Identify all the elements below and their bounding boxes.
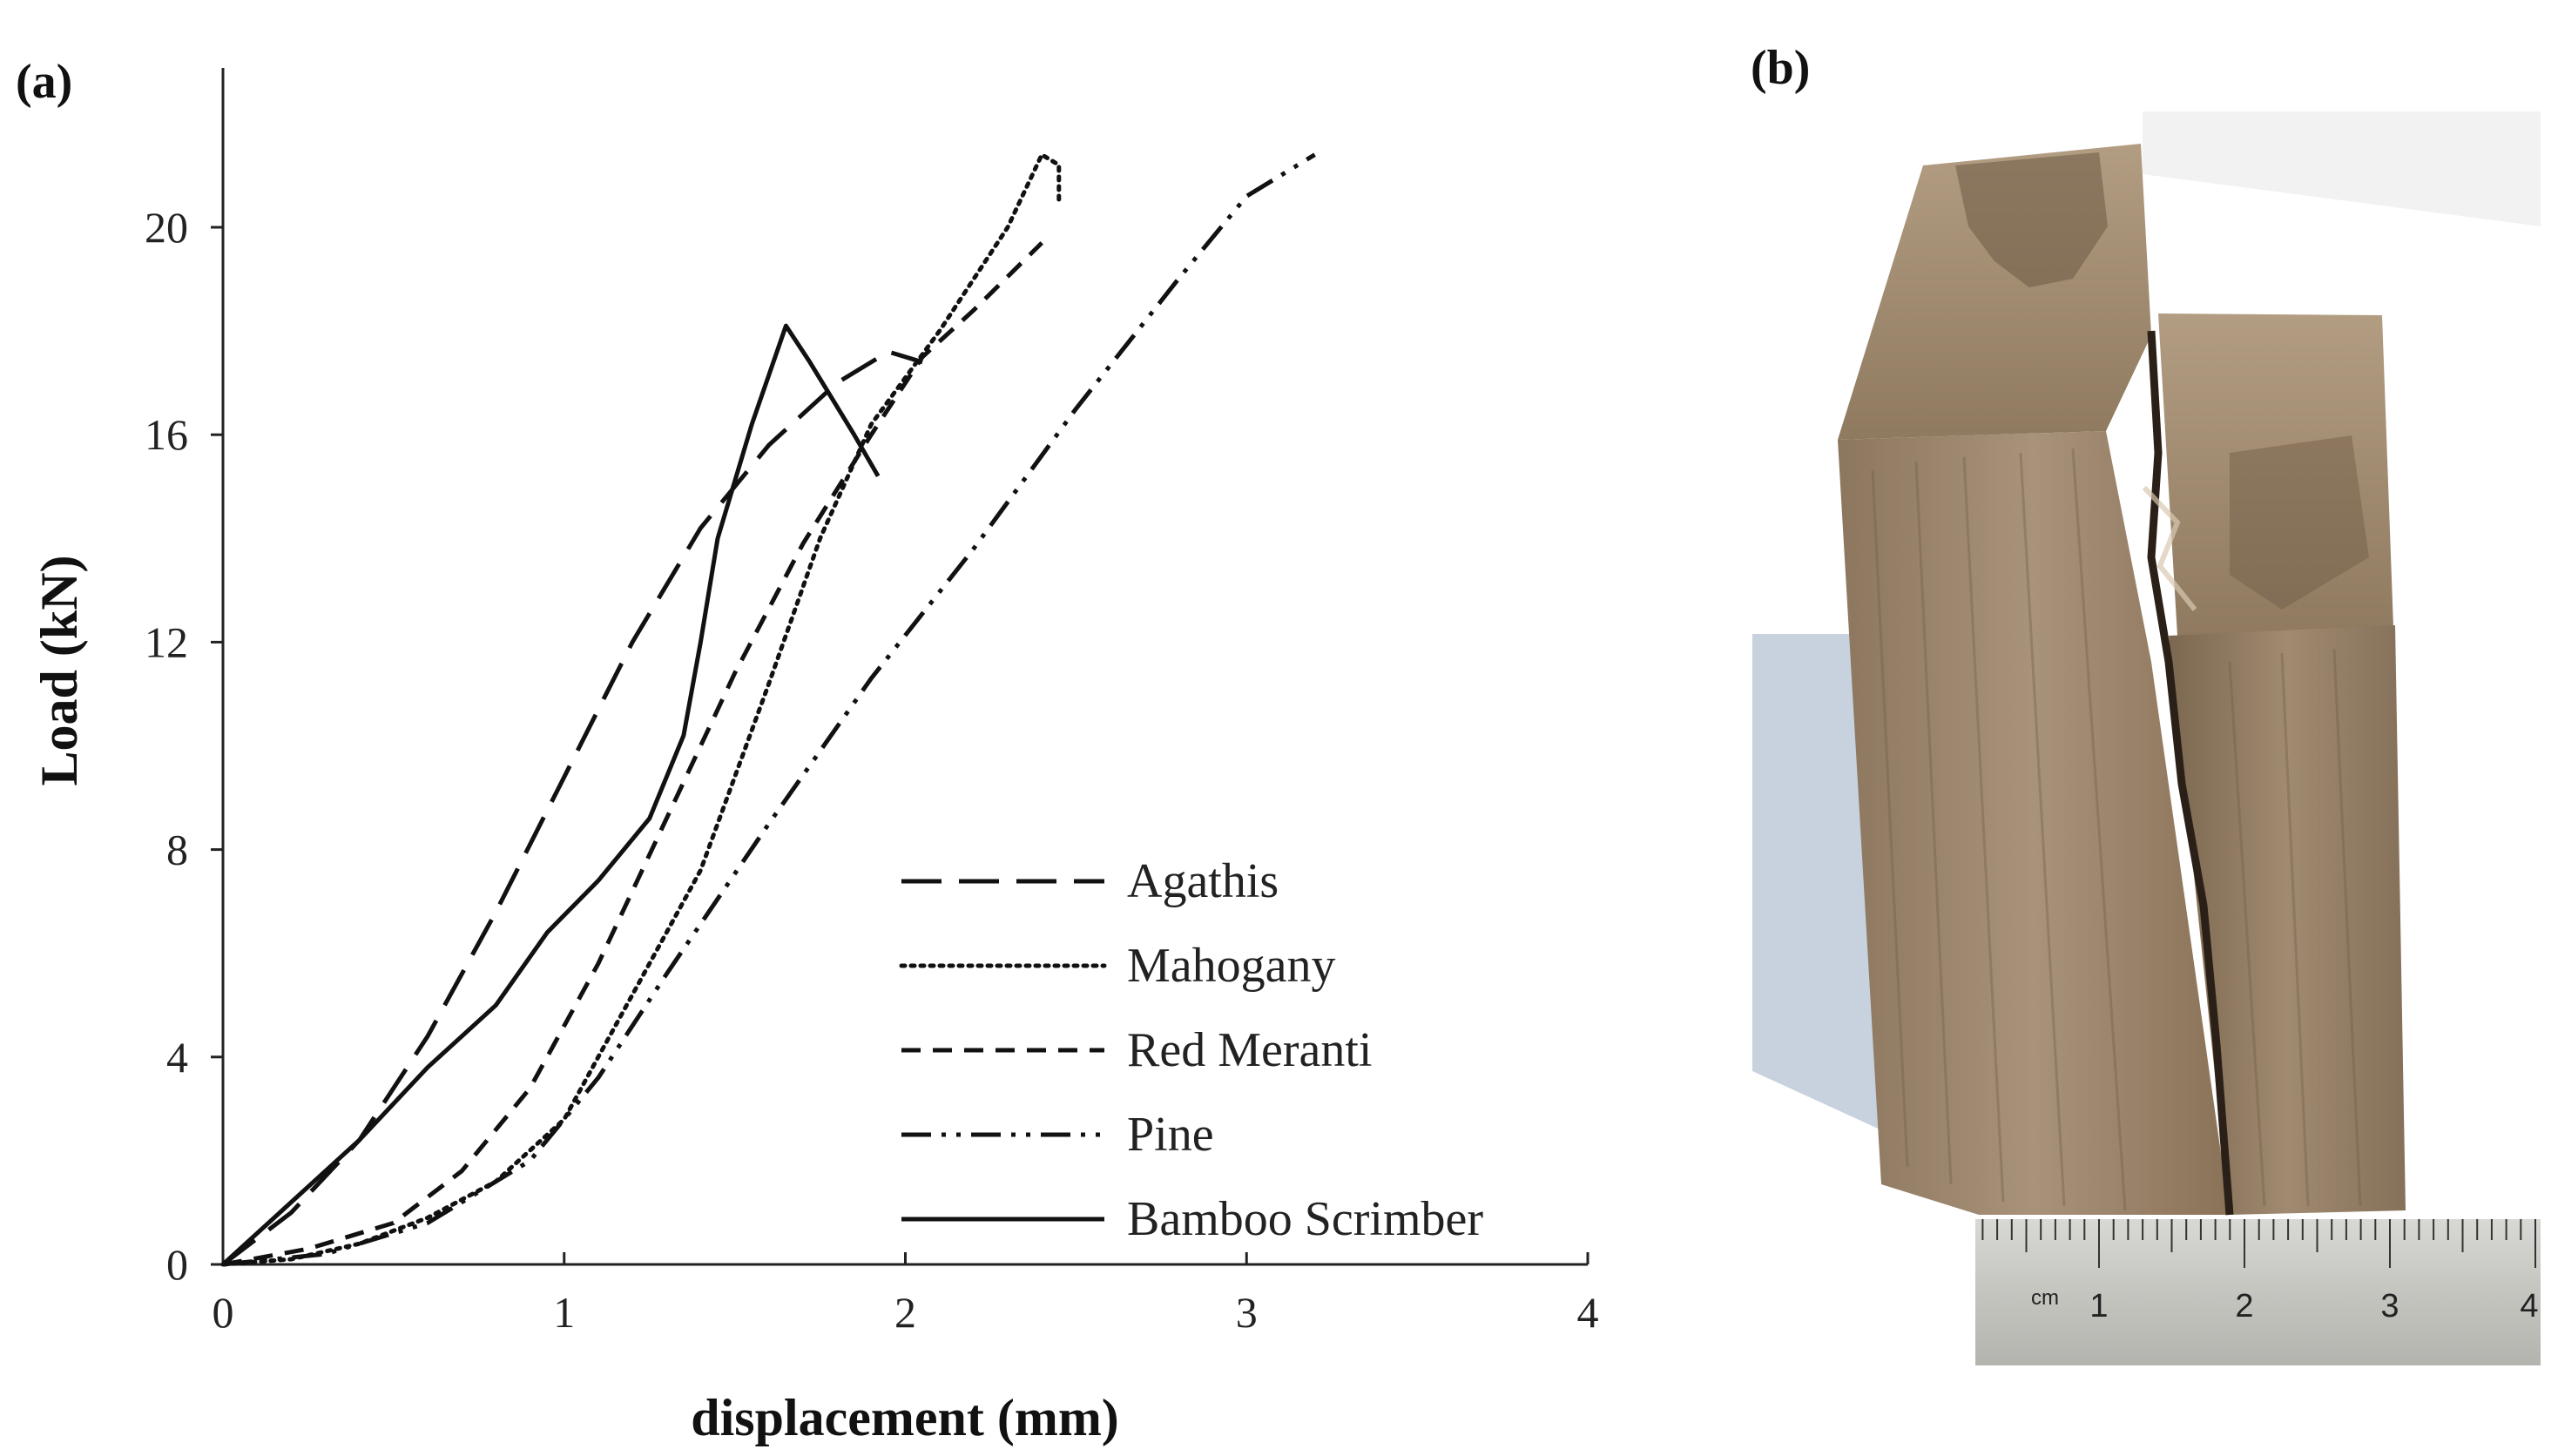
legend-label: Bamboo Scrimber [1127,1192,1483,1246]
series-line-agathis [221,349,923,1266]
series-line-mahogany [220,152,1062,1267]
y-tick-label: 16 [145,410,188,459]
series-layer [220,152,1316,1267]
ruler-number: 1 [2089,1288,2108,1325]
ruler: cm 1 2 3 4 [1975,1219,2541,1365]
x-tick-label: 2 [894,1288,916,1337]
legend-label: Agathis [1127,854,1279,908]
wood-block-right-face [2169,625,2406,1215]
wood-block-right-top [2158,313,2393,636]
fiber-tear [2142,485,2197,611]
x-tick-label: 0 [213,1288,234,1337]
ruler-body [1975,1219,2541,1365]
legend-label: Red Meranti [1127,1023,1372,1077]
panel-a-label: (a) [16,55,72,109]
panel-b-label: (b) [1751,41,1810,95]
x-tick-label: 4 [1577,1288,1599,1337]
y-tick-label: 20 [145,203,188,252]
ruler-number: 2 [2235,1288,2253,1325]
legend-label: Mahogany [1127,939,1336,993]
x-ticks: 0 1 2 3 4 [213,1252,1599,1337]
y-axis-title: Load (kN) [30,555,88,785]
y-tick-label: 8 [166,826,188,874]
ruler-number: 3 [2380,1288,2399,1325]
x-tick-label: 1 [553,1288,575,1337]
y-tick-label: 4 [166,1033,188,1082]
end-grain-dark-patch [1955,152,2108,287]
wood-grain [1871,448,2362,1211]
specimen-photo: cm 1 2 3 4 [1752,111,2541,1365]
x-axis-title: displacement (mm) [691,1389,1119,1446]
ruler-ticks [1981,1219,2536,1268]
y-tick-label: 12 [145,617,188,666]
x-tick-label: 3 [1236,1288,1258,1337]
ruler-number: 4 [2520,1288,2538,1325]
backdrop-gray-top [2143,111,2541,226]
series-line-red-meranti [222,241,1043,1267]
y-ticks: 0 4 8 12 16 20 [145,203,223,1289]
legend-label: Pine [1127,1108,1214,1162]
panel-b: (b) [1751,41,2541,1365]
series-line-pine [222,152,1316,1267]
shear-crack [2147,330,2234,1216]
y-tick-label: 0 [166,1240,188,1289]
backdrop-blue-shadow [1752,634,1886,1132]
ruler-unit-label: cm [2031,1286,2059,1310]
end-grain-dark-patch-2 [2230,435,2369,610]
series-line-bamboo-scrimber [221,323,881,1266]
wood-block-left-face [1838,431,2230,1215]
